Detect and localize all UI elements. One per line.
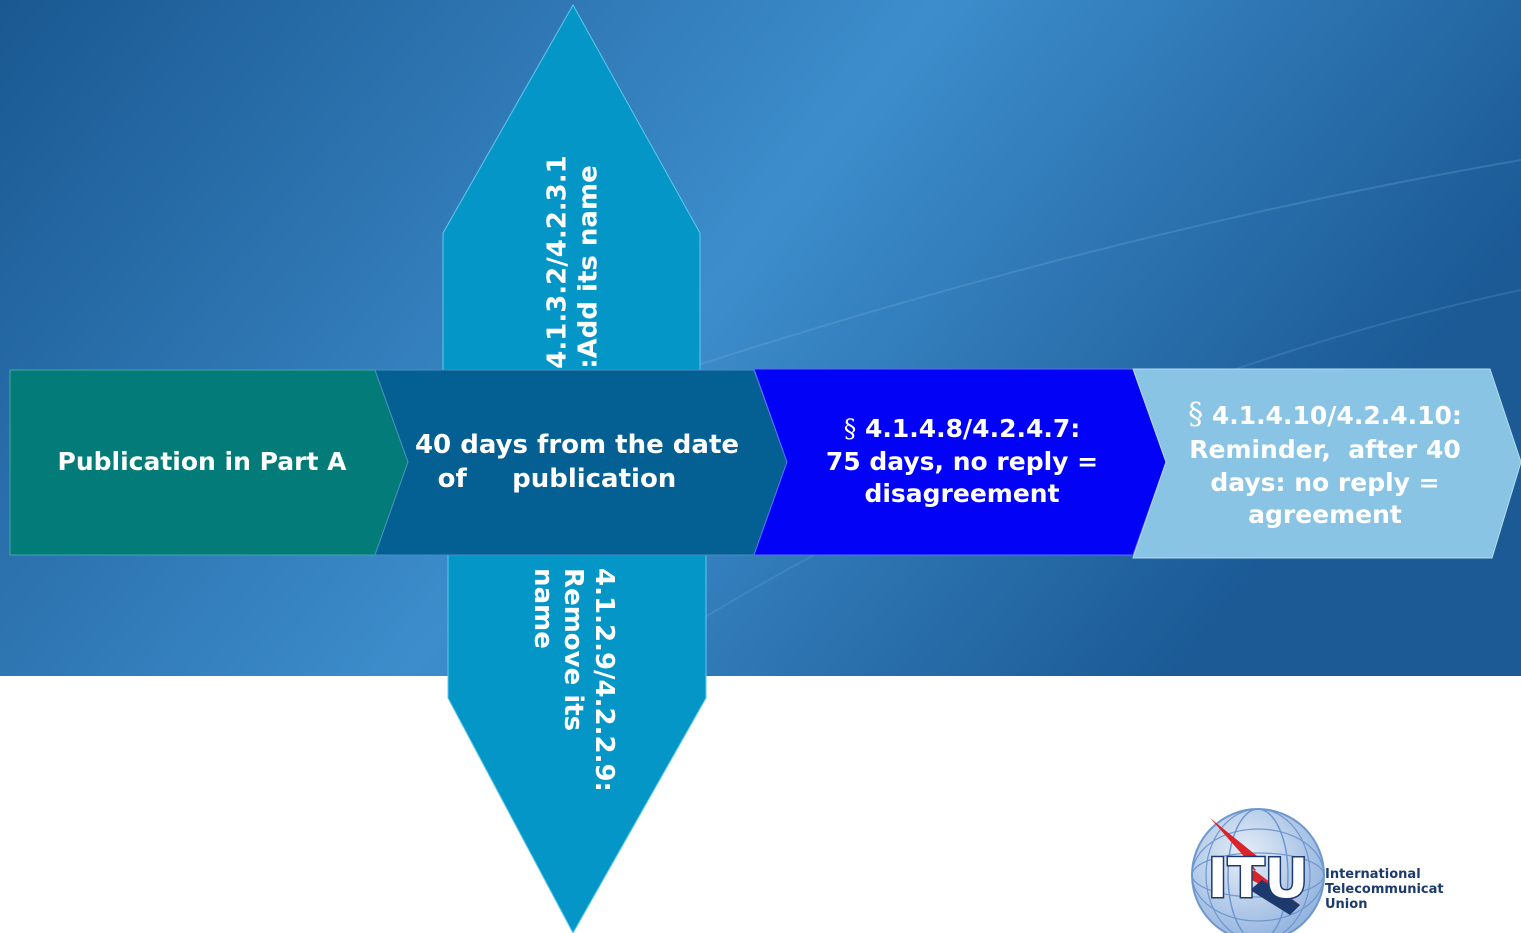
logo-acronym: ITU	[1208, 847, 1309, 910]
background-banner	[0, 0, 1521, 676]
down-arrow-label: 4.1.2.9/4.2.2.9: Remove its name	[527, 568, 620, 792]
itu-logo-emblem: ITU	[1191, 808, 1325, 933]
logo-wordmark: International Telecommunicat Union	[1325, 867, 1444, 912]
lightning-bolt-blue	[1250, 880, 1300, 915]
globe-parallel	[1191, 828, 1325, 922]
step-reminder-shape	[1132, 368, 1521, 559]
step-75days-label: § 4.1.4.8/4.2.4.7: 75 days, no reply = d…	[825, 414, 1099, 509]
step-publication-label: Publication in Part A	[57, 447, 347, 477]
section-mark: §	[843, 414, 857, 444]
globe-meridian	[1205, 808, 1311, 933]
step-40days-label: 40 days from the date of publication	[414, 429, 740, 494]
up-arrow-label: 4.1.3.2/4.2.3.1 :Add its name	[542, 155, 603, 369]
step-reminder-label: § 4.1.4.10/4.2.4.10: Reminder, after 40 …	[1188, 397, 1462, 530]
lightning-bolt	[1210, 818, 1300, 905]
section-mark: §	[1188, 397, 1204, 433]
